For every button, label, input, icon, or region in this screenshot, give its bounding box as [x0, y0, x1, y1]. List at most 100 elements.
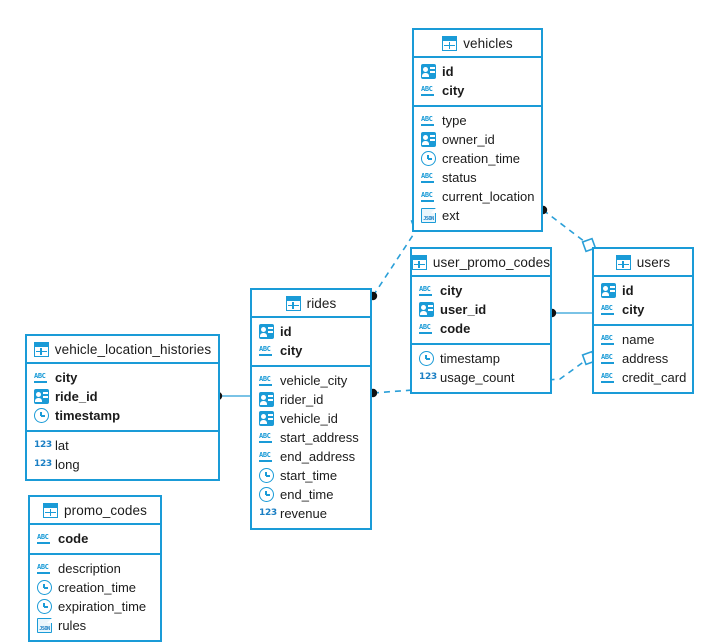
field-row[interactable]: JSON ext — [414, 206, 541, 225]
field-name: city — [440, 283, 463, 298]
id-card-icon — [421, 132, 436, 147]
id-card-icon — [34, 389, 49, 404]
field-name: ext — [442, 208, 460, 223]
abc-string-icon: ABC — [259, 430, 274, 445]
field-name: creation_time — [442, 151, 521, 166]
field-row[interactable]: ABC city — [412, 281, 550, 300]
field-name: current_location — [442, 189, 535, 204]
field-row[interactable]: owner_id — [414, 130, 541, 149]
field-name: timestamp — [440, 351, 500, 366]
abc-string-icon: ABC — [421, 113, 436, 128]
relationship-user-promo-codes-to-users[interactable] — [547, 308, 592, 318]
field-name: type — [442, 113, 467, 128]
table-header[interactable]: users — [594, 249, 692, 277]
abc-string-icon: ABC — [419, 283, 434, 298]
field-row[interactable]: end_time — [252, 485, 370, 504]
field-name: expiration_time — [58, 599, 147, 614]
field-row[interactable]: ABC type — [414, 111, 541, 130]
field-name: id — [442, 64, 454, 79]
field-name: end_address — [280, 449, 356, 464]
123-number-icon: 123 — [419, 372, 437, 382]
abc-string-icon: ABC — [601, 351, 616, 366]
field-name: vehicle_city — [280, 373, 348, 388]
field-row[interactable]: id — [594, 281, 692, 300]
abc-string-icon: ABC — [37, 531, 52, 546]
123-number-icon: 123 — [34, 440, 52, 450]
field-row[interactable]: rider_id — [252, 390, 370, 409]
field-row[interactable]: creation_time — [30, 578, 160, 597]
table-title: users — [636, 254, 671, 270]
field-row[interactable]: vehicle_id — [252, 409, 370, 428]
id-card-icon — [259, 411, 274, 426]
abc-string-icon: ABC — [601, 302, 616, 317]
clock-icon — [259, 468, 274, 483]
field-row[interactable]: id — [252, 322, 370, 341]
abc-string-icon: ABC — [37, 561, 52, 576]
123-number-icon: 123 — [259, 508, 277, 518]
field-row[interactable]: ABC city — [414, 81, 541, 100]
table-grid-icon — [33, 341, 49, 357]
field-row[interactable]: ride_id — [27, 387, 218, 406]
id-card-icon — [601, 283, 616, 298]
abc-string-icon: ABC — [601, 332, 616, 347]
123-number-icon: 123 — [34, 459, 52, 469]
table-header[interactable]: vehicles — [414, 30, 541, 58]
field-row[interactable]: expiration_time — [30, 597, 160, 616]
table-grid-icon — [411, 254, 427, 270]
field-name: end_time — [280, 487, 334, 502]
field-row[interactable]: user_id — [412, 300, 550, 319]
json-document-icon: JSON — [421, 208, 436, 223]
field-row[interactable]: id — [414, 62, 541, 81]
abc-string-icon: ABC — [601, 370, 616, 385]
field-row[interactable]: timestamp — [412, 349, 550, 368]
field-name: start_time — [280, 468, 338, 483]
field-row[interactable]: start_time — [252, 466, 370, 485]
table-grid-icon — [43, 502, 59, 518]
field-row[interactable]: creation_time — [414, 149, 541, 168]
abc-string-icon: ABC — [259, 343, 274, 358]
relationship-vehicles-to-users[interactable] — [538, 205, 597, 253]
table-header[interactable]: rides — [252, 290, 370, 318]
table-grid-icon — [615, 254, 631, 270]
field-name: id — [622, 283, 634, 298]
field-name: city — [442, 83, 465, 98]
table-header[interactable]: promo_codes — [30, 497, 160, 525]
table-header[interactable]: vehicle_location_histories — [27, 336, 218, 364]
field-row[interactable]: timestamp — [27, 406, 218, 425]
abc-string-icon: ABC — [421, 83, 436, 98]
field-name: status — [442, 170, 477, 185]
id-card-icon — [421, 64, 436, 79]
field-name: code — [440, 321, 471, 336]
table-header[interactable]: user_promo_codes — [411, 249, 550, 277]
